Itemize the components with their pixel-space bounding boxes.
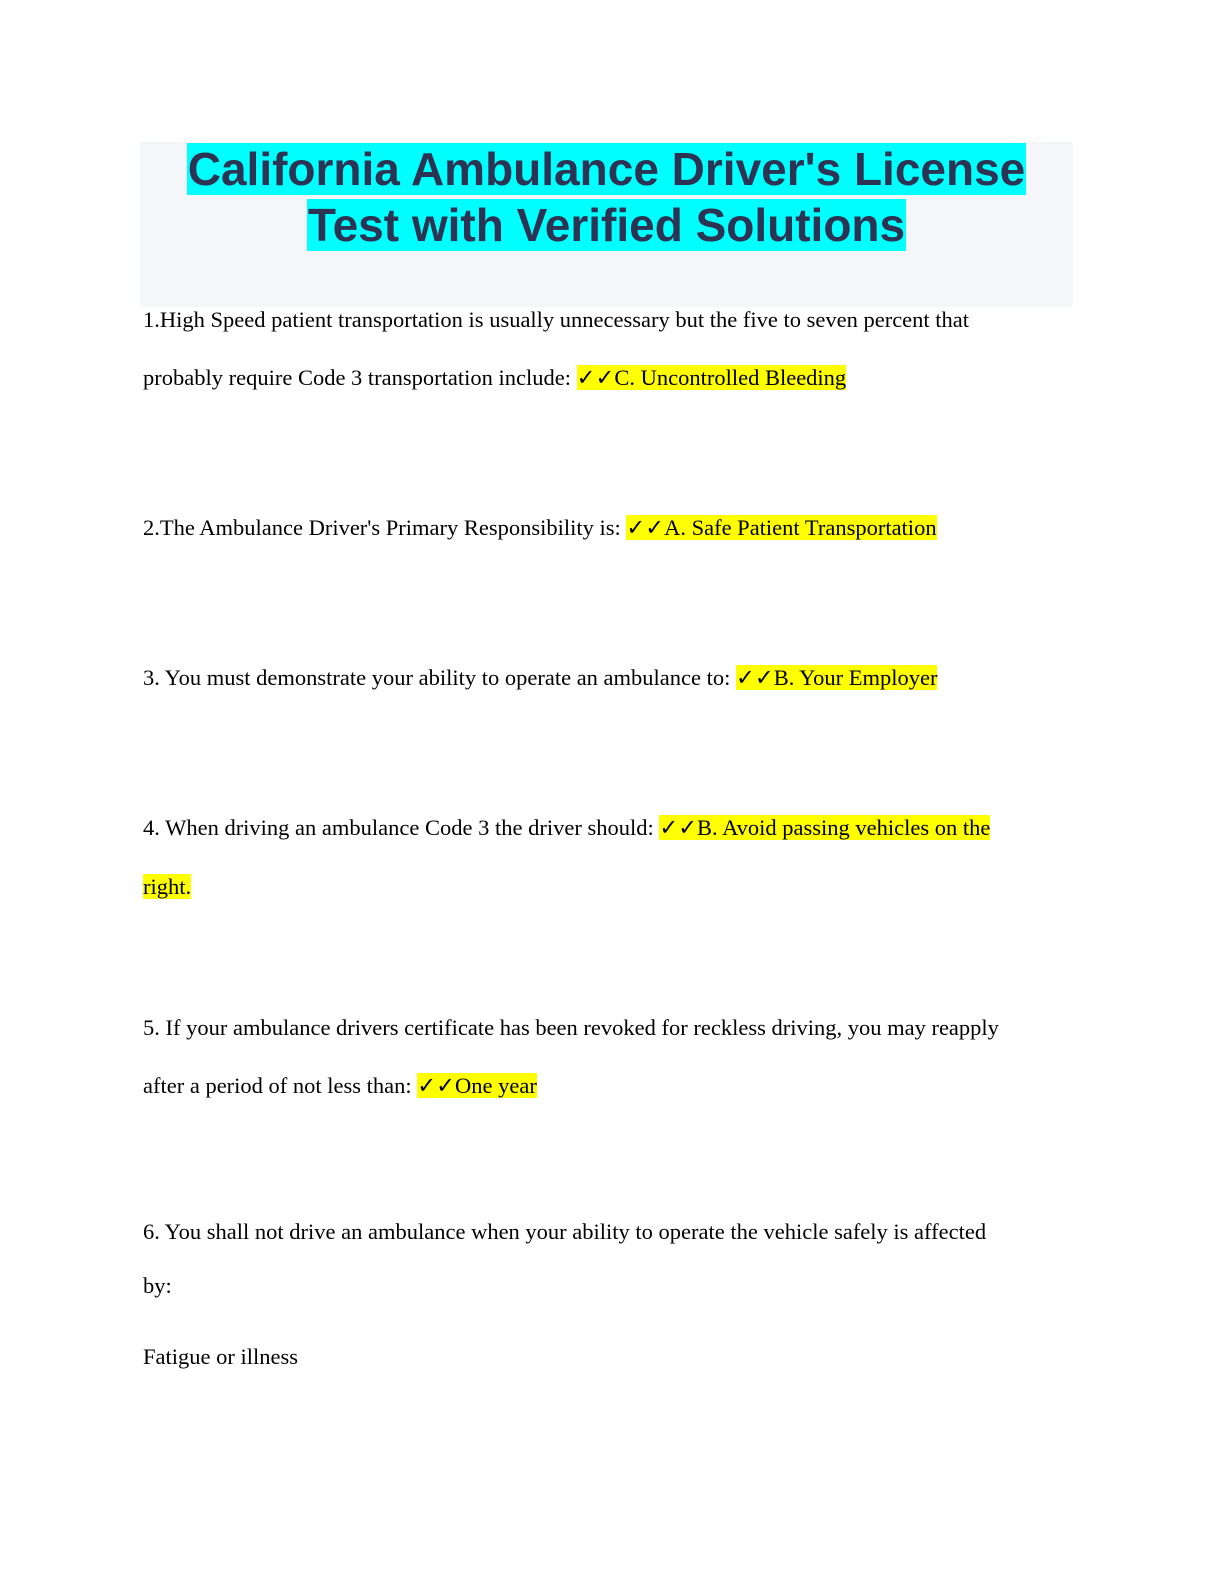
question-5-line-1: 5. If your ambulance drivers certificate… xyxy=(143,1012,999,1044)
title-text-2: Test with Verified Solutions xyxy=(306,199,907,251)
question-2: 2.The Ambulance Driver's Primary Respons… xyxy=(143,512,937,544)
question-text: 1.High Speed patient transportation is u… xyxy=(143,307,970,332)
question-text: after a period of not less than: xyxy=(143,1073,418,1098)
question-text: 5. If your ambulance drivers certificate… xyxy=(143,1015,999,1040)
question-6-line-1: 6. You shall not drive an ambulance when… xyxy=(143,1216,986,1248)
answer-text: Fatigue or illness xyxy=(143,1344,298,1369)
answer-highlight: ✓✓A. Safe Patient Transportation xyxy=(626,515,937,540)
title-text-1: California Ambulance Driver's License xyxy=(186,143,1027,195)
question-text: 6. You shall not drive an ambulance when… xyxy=(143,1219,987,1244)
question-4-line-1: 4. When driving an ambulance Code 3 the … xyxy=(143,812,991,844)
question-6-answer: Fatigue or illness xyxy=(143,1341,298,1373)
question-5-line-2: after a period of not less than: ✓✓One y… xyxy=(143,1070,537,1102)
answer-highlight: ✓✓B. Your Employer xyxy=(736,665,938,690)
answer-highlight: ✓✓One year xyxy=(417,1073,537,1098)
answer-highlight: ✓✓C. Uncontrolled Bleeding xyxy=(576,365,847,390)
answer-highlight: ✓✓B. Avoid passing vehicles on the xyxy=(659,815,991,840)
answer-highlight: right. xyxy=(143,874,192,899)
title-line-1: California Ambulance Driver's License xyxy=(140,142,1073,197)
question-text: probably require Code 3 transportation i… xyxy=(143,365,577,390)
question-text: 4. When driving an ambulance Code 3 the … xyxy=(143,815,660,840)
question-text: 2.The Ambulance Driver's Primary Respons… xyxy=(143,515,627,540)
title-line-2: Test with Verified Solutions xyxy=(140,198,1073,253)
question-text: by: xyxy=(143,1273,172,1298)
question-1-line-2: probably require Code 3 transportation i… xyxy=(143,362,847,394)
question-6-line-2: by: xyxy=(143,1270,172,1302)
question-1-line-1: 1.High Speed patient transportation is u… xyxy=(143,304,969,336)
title-banner: California Ambulance Driver's License Te… xyxy=(140,142,1073,307)
question-text: 3. You must demonstrate your ability to … xyxy=(143,665,737,690)
question-4-line-2: right. xyxy=(143,871,192,903)
question-3: 3. You must demonstrate your ability to … xyxy=(143,662,938,694)
